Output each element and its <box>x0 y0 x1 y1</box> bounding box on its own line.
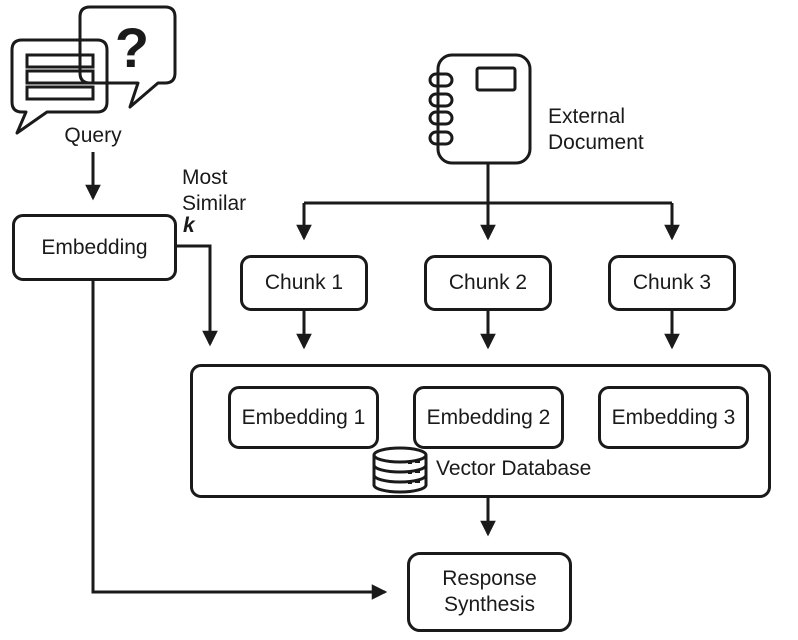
external-document-label: External Document <box>548 105 644 154</box>
cylinder-top <box>372 446 428 464</box>
text-line-2 <box>25 69 95 85</box>
k-label: k <box>183 214 195 237</box>
chunk3-node: Chunk 3 <box>608 255 736 311</box>
query-label: Query <box>64 124 122 147</box>
question-bubble-shape <box>78 5 177 109</box>
notebook-label <box>475 66 517 92</box>
cylinder-band-1 <box>372 464 428 474</box>
embedding-node: Embedding <box>12 214 177 281</box>
question-mark-glyph: ? <box>115 16 149 79</box>
notebook-ring-1 <box>428 72 454 88</box>
cylinder-band-2 <box>372 474 428 484</box>
cylinder-dashes <box>408 460 420 484</box>
text-line-3 <box>25 85 95 101</box>
notebook-ring-3 <box>428 110 454 126</box>
chunk1-node: Chunk 1 <box>240 255 368 311</box>
notebook-ring-2 <box>428 92 454 108</box>
text-bubble-shape <box>10 38 109 135</box>
vector-database-label: Vector Database <box>436 457 592 480</box>
chunk2-node: Chunk 2 <box>424 255 552 311</box>
notebook-ring-4 <box>428 130 454 146</box>
embedding3-node: Embedding 3 <box>598 386 749 449</box>
arrow-embedding-to-response <box>91 281 388 600</box>
response-synthesis-node: Response Synthesis <box>407 552 572 632</box>
text-line-1 <box>25 53 95 69</box>
chat-bubbles-icon: ? <box>10 5 177 135</box>
database-cylinder-icon <box>372 446 428 494</box>
arrow-embedding-to-vectordb-k <box>177 244 218 347</box>
embedding1-node: Embedding 1 <box>228 386 379 449</box>
notebook-icon <box>428 53 532 165</box>
cylinder-outline <box>372 455 428 494</box>
most-similar-label: Most Similar <box>182 166 247 215</box>
notebook-body <box>436 53 532 165</box>
embedding2-node: Embedding 2 <box>413 386 564 449</box>
